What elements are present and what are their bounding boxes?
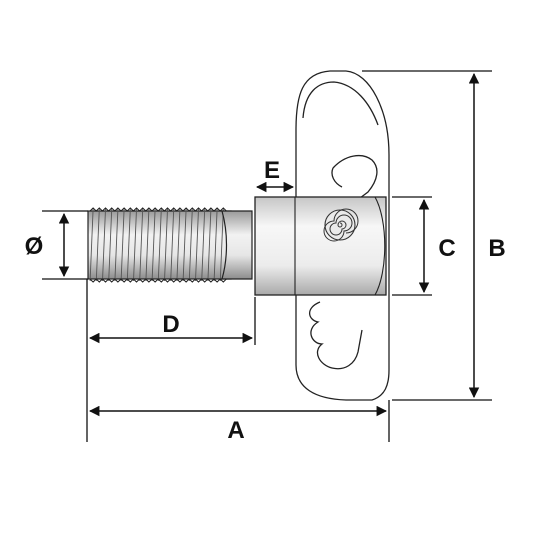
dim-a: A xyxy=(86,279,390,444)
mounting-plate xyxy=(295,70,390,401)
thread-line xyxy=(89,208,94,282)
thread-line xyxy=(126,208,131,282)
thread-lines xyxy=(89,207,227,283)
thread-line xyxy=(164,208,168,282)
thread-line xyxy=(133,208,137,282)
thread-line xyxy=(102,208,106,282)
thread-line xyxy=(201,208,206,282)
thread-crest-bottom xyxy=(89,278,227,283)
dim-e: E xyxy=(255,157,295,193)
thread-line xyxy=(151,208,156,282)
thread-line xyxy=(213,208,218,282)
thread-line xyxy=(120,208,125,282)
dim-diameter: Ø xyxy=(25,210,88,280)
thread-line xyxy=(207,208,212,282)
pin-body xyxy=(254,196,387,296)
thread-line xyxy=(195,208,199,282)
spring-pin-icon xyxy=(323,208,359,242)
e-label: E xyxy=(264,157,280,184)
thread-line xyxy=(170,208,175,282)
thread-crest-top xyxy=(89,207,227,212)
dim-c: C xyxy=(392,196,456,296)
thread-line xyxy=(188,208,193,282)
thread-line xyxy=(139,208,144,282)
thread-line xyxy=(145,208,150,282)
a-label: A xyxy=(227,417,244,444)
c-label: C xyxy=(438,235,455,262)
dim-b: B xyxy=(362,70,506,401)
threaded-stud xyxy=(87,207,253,283)
thread-line xyxy=(95,208,100,282)
dim-d: D xyxy=(88,297,256,345)
thread-line xyxy=(157,208,162,282)
thread-line xyxy=(219,208,224,282)
d-label: D xyxy=(162,311,179,338)
b-label: B xyxy=(488,235,505,262)
thread-line xyxy=(108,208,113,282)
thread-line xyxy=(182,208,187,282)
thread-line xyxy=(176,208,181,282)
diameter-label: Ø xyxy=(25,233,44,260)
thread-line xyxy=(114,208,119,282)
